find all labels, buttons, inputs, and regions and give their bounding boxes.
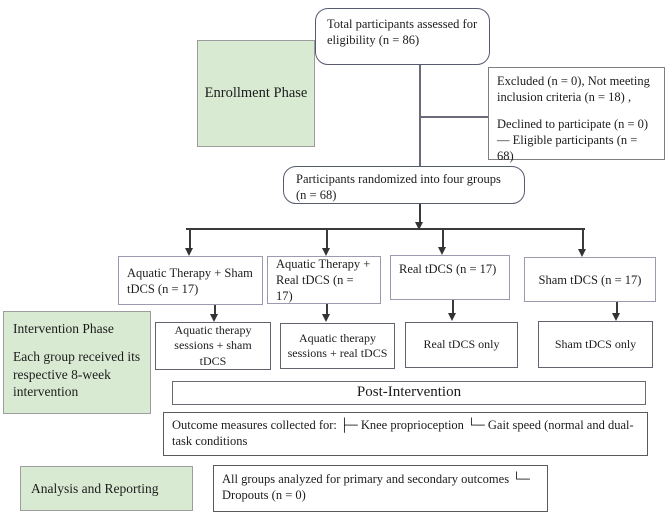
group-box-real-tdcs: Real tDCS (n = 17): [390, 255, 510, 300]
connector-eligibility-to-randomized: [419, 64, 421, 167]
intervention-label: Aquatic therapy sessions + sham tDCS: [174, 322, 252, 368]
outcome-measures-box: Outcome measures collected for: ├─ Knee …: [163, 412, 648, 456]
intervention-box-real-only: Real tDCS only: [405, 322, 518, 368]
branch-line: [186, 228, 585, 231]
arrow-branch-group2: [326, 230, 328, 249]
arrow-branch-group4: [582, 230, 584, 249]
group-label: Sham tDCS (n = 17): [538, 272, 642, 287]
arrow-branch-group1: [189, 230, 191, 249]
connector-to-excluded: [420, 116, 488, 118]
analysis-phase-box: Analysis and Reporting: [20, 466, 193, 511]
arrowhead-randomized-to-branch: [415, 222, 423, 230]
excluded-para1: Excluded (n = 0), Not meeting inclusion …: [497, 74, 650, 104]
group-box-aquatic-real: Aquatic Therapy + Real tDCS (n = 17): [267, 256, 381, 304]
arrow-branch-group3: [442, 230, 444, 248]
arrowhead-group1-intervention1: [210, 314, 218, 322]
arrowhead-group2-intervention2: [322, 314, 330, 322]
intervention-label: Aquatic therapy sessions + real tDCS: [287, 330, 388, 360]
intervention-label: Sham tDCS only: [554, 336, 637, 351]
eligibility-text: Total participants assessed for eligibil…: [327, 17, 478, 47]
randomized-box: Participants randomized into four groups…: [283, 166, 525, 204]
arrowhead-branch-group2: [322, 248, 330, 256]
group-label: Aquatic Therapy + Real tDCS (n = 17): [276, 257, 371, 303]
intervention-phase-title: Intervention Phase: [13, 321, 114, 336]
enrollment-phase-box: Enrollment Phase: [197, 40, 315, 147]
arrowhead-branch-group4: [578, 249, 586, 257]
analysis-phase-label: Analysis and Reporting: [31, 480, 159, 496]
intervention-phase-box: Intervention Phase Each group received i…: [3, 311, 151, 414]
intervention-box-sham-only: Sham tDCS only: [538, 321, 653, 368]
intervention-box-sham-aquatic: Aquatic therapy sessions + sham tDCS: [155, 322, 271, 370]
enrollment-phase-label: Enrollment Phase: [204, 85, 308, 102]
intervention-label: Real tDCS only: [423, 337, 500, 352]
group-label: Real tDCS (n = 17): [399, 262, 497, 276]
intervention-box-real-aquatic: Aquatic therapy sessions + real tDCS: [280, 323, 395, 369]
randomized-text: Participants randomized into four groups…: [296, 172, 501, 202]
arrowhead-branch-group3: [438, 247, 446, 255]
arrow-group1-intervention1: [214, 305, 216, 315]
group-label: Aquatic Therapy + Sham tDCS (n = 17): [127, 265, 253, 296]
post-intervention-bar: Post-Intervention: [172, 381, 646, 405]
arrow-group3-intervention3: [452, 300, 454, 314]
analysis-summary-line2: Dropouts (n = 0): [222, 488, 306, 502]
post-intervention-label: Post-Intervention: [356, 384, 462, 401]
arrow-randomized-to-branch: [419, 203, 421, 224]
eligibility-box: Total participants assessed for eligibil…: [315, 8, 490, 65]
excluded-para2: Declined to participate (n = 0) — Eligib…: [497, 117, 649, 163]
arrow-group4-intervention4: [616, 302, 618, 314]
arrowhead-group3-intervention3: [448, 313, 456, 321]
arrowhead-branch-group1: [185, 248, 193, 256]
excluded-box: Excluded (n = 0), Not meeting inclusion …: [488, 67, 665, 163]
outcome-measures-text: Outcome measures collected for: ├─ Knee …: [172, 418, 634, 448]
group-box-aquatic-sham: Aquatic Therapy + Sham tDCS (n = 17): [118, 256, 263, 305]
intervention-phase-description: Each group received its respective 8-wee…: [13, 349, 141, 399]
arrow-group2-intervention2: [326, 304, 328, 315]
group-box-sham-tdcs: Sham tDCS (n = 17): [524, 257, 656, 302]
analysis-summary-line1: All groups analyzed for primary and seco…: [222, 472, 530, 486]
arrowhead-group4-intervention4: [612, 313, 620, 321]
analysis-summary-box: All groups analyzed for primary and seco…: [213, 465, 548, 512]
